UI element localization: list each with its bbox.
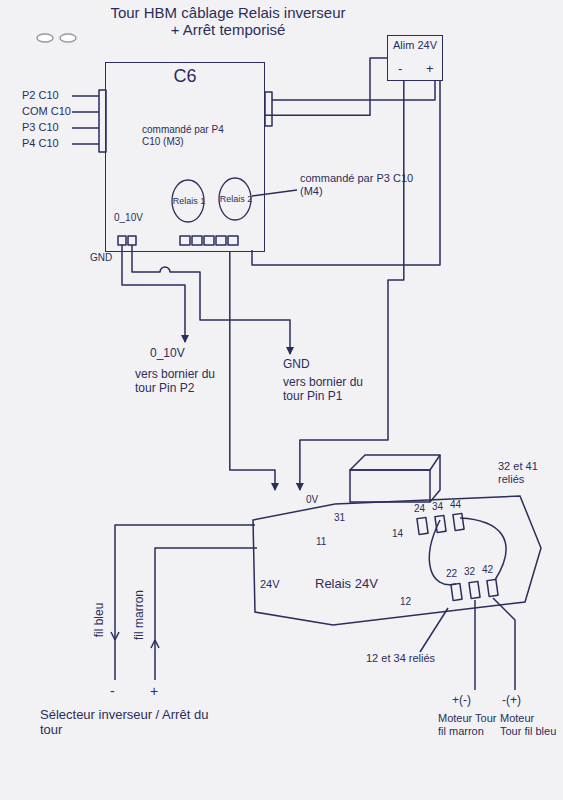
wire-label: -(+) xyxy=(502,694,538,708)
node-label: Relais 2 xyxy=(220,194,253,204)
wire-label: 24V xyxy=(260,578,286,591)
wire-label: - xyxy=(398,62,402,77)
node-label: C6 xyxy=(109,66,261,87)
wire-label: GND xyxy=(283,358,323,372)
relay-body-shape xyxy=(253,496,541,625)
wire-label: P4 C10 xyxy=(22,137,82,150)
wire-label: 44 xyxy=(450,499,461,511)
wire-label: 0V xyxy=(306,494,328,506)
wire-label: 42 xyxy=(482,564,493,576)
wire-label: 34 xyxy=(432,501,443,513)
wire-label: 22 xyxy=(446,568,457,580)
wire-label: - xyxy=(110,683,115,699)
node-label: Relais 1 xyxy=(173,196,206,206)
relay-circle: Relais 1 xyxy=(171,179,207,223)
wire-label: 0_10V xyxy=(114,212,154,224)
relay-body-outline xyxy=(245,490,545,630)
wire-label: 14 xyxy=(392,528,403,540)
wire-connector xyxy=(230,252,275,490)
controller-box: C6Relais 1 Relais 2 xyxy=(105,62,265,252)
wire-label: vers bornier du tour Pin P1 xyxy=(283,376,378,404)
wire-label: + xyxy=(150,683,158,699)
power-supply-box: Alim 24V xyxy=(387,35,443,81)
wire-label: Sélecteur inverseur / Arrêt du tour xyxy=(40,708,220,738)
wire-label: fil marron xyxy=(133,590,147,640)
relay-circle: Relais 2 xyxy=(218,177,254,221)
wire-label: P2 C10 xyxy=(22,89,82,102)
wire-label: 11 xyxy=(316,536,326,548)
wire-label: vers bornier du tour Pin P2 xyxy=(135,368,223,396)
wire-label: 32 xyxy=(464,566,475,578)
wire-label: +(-) xyxy=(452,694,488,708)
wire-label: Moteur Tour fil marron xyxy=(438,712,498,737)
wire-label: GND xyxy=(90,252,118,264)
wire-connector xyxy=(300,81,404,490)
node-label: Alim 24V xyxy=(391,39,439,52)
wire-label: P3 C10 xyxy=(22,121,82,134)
node-label: Relais 24V xyxy=(315,577,378,592)
wire-label: commandé par P3 C10 (M4) xyxy=(300,172,420,197)
wire-label: fil bleu xyxy=(93,603,107,638)
wire-label: 32 et 41 reliés xyxy=(498,460,560,485)
wire-connector xyxy=(265,58,387,115)
wire-label: 24 xyxy=(414,503,425,515)
wire-label: 0_10V xyxy=(150,347,200,361)
diagram-title: Tour HBM câblage Relais inverseur + Arrê… xyxy=(108,4,348,39)
wire-label: COM C10 xyxy=(22,105,82,118)
wire-label: 12 xyxy=(400,596,411,608)
wire-label: + xyxy=(426,62,434,77)
wire-label: 31 xyxy=(334,512,345,524)
wire-label: Moteur Tour fil bleu xyxy=(500,712,558,737)
relay-body: Relais 24V xyxy=(245,490,545,630)
wire-label: commandé par P4 C10 (M3) xyxy=(142,124,234,147)
wire-label: 12 et 34 reliés xyxy=(366,652,436,665)
